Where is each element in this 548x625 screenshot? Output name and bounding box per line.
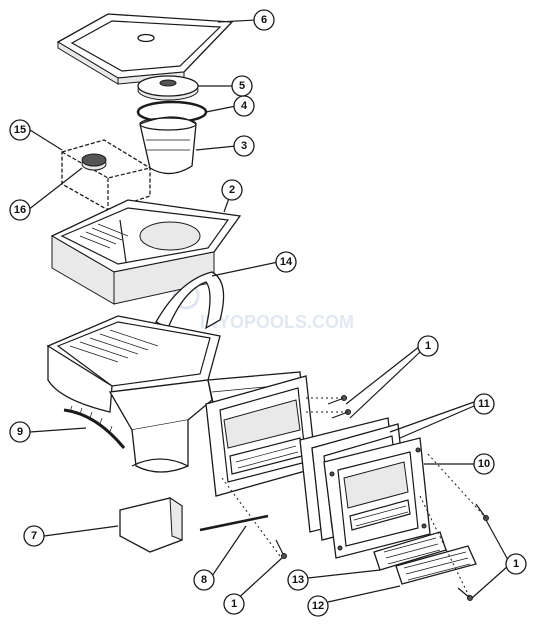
callout-12-label: 12 <box>312 600 324 612</box>
callout-16-label: 16 <box>14 204 26 216</box>
callout-2: 2 <box>221 179 243 201</box>
callout-1-bottom: 1 <box>223 593 245 615</box>
part-8-pin <box>199 514 269 532</box>
callout-6: 6 <box>253 9 275 31</box>
callout-4-label: 4 <box>241 100 248 112</box>
callout-16: 16 <box>9 199 31 221</box>
callout-1-right: 1 <box>505 553 527 575</box>
callout-9-label: 9 <box>17 426 23 438</box>
callout-14: 14 <box>275 251 297 273</box>
callout-11: 11 <box>473 393 495 415</box>
part-6-lid <box>56 13 234 85</box>
part-9-side-curve <box>63 405 126 449</box>
alignment-lines <box>221 397 487 599</box>
callout-6-label: 6 <box>261 14 267 26</box>
callout-2-label: 2 <box>229 184 235 196</box>
callout-10-label: 10 <box>478 458 490 470</box>
callout-15: 15 <box>9 119 31 141</box>
callout-4: 4 <box>233 95 255 117</box>
callout-1-bottom-label: 1 <box>231 598 237 610</box>
part-7-flap <box>119 497 183 553</box>
callout-9: 9 <box>9 421 31 443</box>
part-16-cap <box>81 153 107 171</box>
watermark-text: INYOPOOLS.COM <box>200 312 354 332</box>
callout-1-right-label: 1 <box>513 558 519 570</box>
part-12-vent-plate <box>395 545 477 585</box>
part-3-basket <box>139 116 197 175</box>
callout-5: 5 <box>231 75 253 97</box>
part-13-trim-plate <box>373 531 447 571</box>
watermark: INYOPOOLS.COM <box>172 282 354 332</box>
callout-5-label: 5 <box>239 80 245 92</box>
callout-3-label: 3 <box>241 140 247 152</box>
callout-1-top-label: 1 <box>425 340 431 352</box>
part-2-collar <box>50 199 242 305</box>
callout-3: 3 <box>233 135 255 157</box>
callout-7: 7 <box>23 525 45 547</box>
callout-8: 8 <box>193 569 215 591</box>
callout-7-label: 7 <box>31 530 37 542</box>
leader-lines <box>27 19 509 603</box>
callout-14-label: 14 <box>280 256 293 268</box>
callout-1-top: 1 <box>417 335 439 357</box>
part-10-faceplate <box>323 437 431 559</box>
part-15-float-box <box>61 139 151 211</box>
callout-8-label: 8 <box>201 574 207 586</box>
callout-11-label: 11 <box>478 398 490 410</box>
part-5-basket-cover <box>137 75 199 101</box>
callout-13-label: 13 <box>292 574 304 586</box>
callout-12: 12 <box>307 595 329 617</box>
callout-10: 10 <box>473 453 495 475</box>
callout-15-label: 15 <box>14 124 26 136</box>
callout-13: 13 <box>287 569 309 591</box>
